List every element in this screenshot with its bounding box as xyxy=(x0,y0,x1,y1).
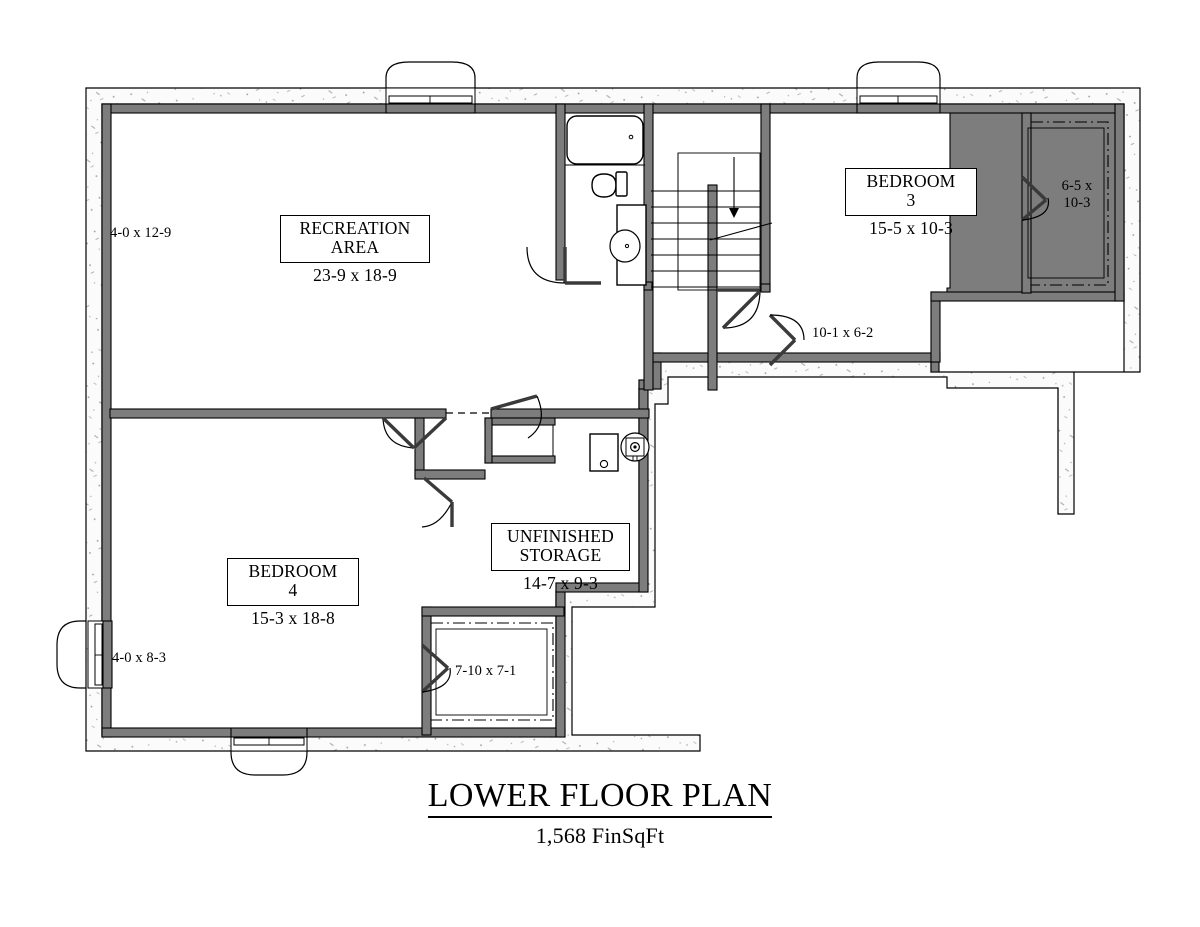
dimension-note-bedroom-3-closet: 6-5 x 10-3 xyxy=(1061,178,1093,211)
partition-storage-west-lower xyxy=(414,469,486,480)
window-bed3-top-sash xyxy=(859,95,938,104)
bathroom-fixtures xyxy=(565,115,647,286)
room-dimensions-bedroom-3: 15-5 x 10-3 xyxy=(869,217,953,238)
room-name-bedroom-4: BEDROOM 4 xyxy=(227,558,359,606)
dimension-note-rec-window-well-left: 4-0 x 12-9 xyxy=(110,225,172,241)
room-label-bedroom-3: BEDROOM 3 15-5 x 10-3 xyxy=(845,168,977,239)
window-well-rec-top xyxy=(385,61,476,96)
room-label-recreation-area: RECREATION AREA 23-9 x 18-9 xyxy=(280,215,430,286)
dimension-note-hall-stair-area: 10-1 x 6-2 xyxy=(812,325,874,341)
room-dimensions-unfinished-storage: 14-7 x 9-3 xyxy=(523,572,598,593)
partition-rec-south xyxy=(109,408,447,419)
wall-top-exterior xyxy=(101,103,1125,114)
bed4-closet-shelf xyxy=(431,622,554,721)
window-rec-top-sill xyxy=(385,103,476,114)
window-bed4-left-sill xyxy=(102,620,113,689)
window-bed4-left-sash xyxy=(94,623,103,686)
plan-square-footage: 1,568 FinSqFt xyxy=(535,822,665,848)
door-bedroom4-entry xyxy=(421,476,454,528)
wall-bottom-left-exterior xyxy=(101,727,566,738)
room-dimensions-bedroom-4: 15-3 x 18-8 xyxy=(251,607,335,628)
window-rec-top-sash xyxy=(388,95,473,104)
bathtub-icon xyxy=(566,115,644,165)
wall-stepped-mid xyxy=(651,352,941,363)
toilet-icon xyxy=(591,171,628,198)
doors xyxy=(381,175,1050,694)
interior-partitions xyxy=(109,103,1032,736)
bed4-closet-inner xyxy=(435,628,548,716)
water-heater-icon xyxy=(589,433,619,472)
vanity-sink-icon xyxy=(609,204,647,286)
room-dimensions-recreation-area: 23-9 x 18-9 xyxy=(313,264,397,285)
room-name-bedroom-3: BEDROOM 3 xyxy=(845,168,977,216)
door-stair-hall xyxy=(717,288,762,330)
plan-title-row: LOWER FLOOR PLAN xyxy=(0,777,1200,818)
dimension-note-bedroom-4-closet: 7-10 x 7-1 xyxy=(455,663,517,679)
dimension-note-bedroom-4-window-well-left: 4-0 x 8-3 xyxy=(112,650,167,666)
partition-bed3-closet xyxy=(1021,112,1032,294)
mechanical-equipment xyxy=(589,432,650,472)
door-hall-bedroom3 xyxy=(768,313,805,367)
wall-storage-right-lower xyxy=(555,582,566,738)
stairs-icon xyxy=(651,152,773,291)
door-storage-north xyxy=(490,394,542,439)
title-block: LOWER FLOOR PLAN 1,568 FinSqFt xyxy=(0,777,1200,849)
page-title: LOWER FLOOR PLAN xyxy=(427,777,773,818)
partition-stair-inner xyxy=(707,184,718,391)
partition-bed4-closet-left xyxy=(421,606,432,736)
room-name-unfinished-storage: UNFINISHED STORAGE xyxy=(491,523,630,571)
partition-node-1 xyxy=(643,281,653,291)
door-rec-storage xyxy=(381,416,448,450)
furnace-icon xyxy=(620,432,650,462)
window-bed4-bottom-sill xyxy=(230,727,308,738)
shelf-unit-left xyxy=(484,417,493,464)
misc-linework xyxy=(564,104,1059,514)
room-name-recreation-area: RECREATION AREA xyxy=(280,215,430,263)
partition-node-2 xyxy=(760,283,771,293)
door-bedroom4-closet xyxy=(420,643,451,694)
wall-right-exterior xyxy=(1114,103,1125,302)
partition-bath-left-upper xyxy=(555,103,566,281)
door-bedroom3-closet xyxy=(1020,175,1050,222)
closet-shelves xyxy=(431,121,1109,721)
wall-step-vertical xyxy=(930,291,941,363)
partition-bed4-closet-top xyxy=(421,606,565,617)
room-label-bedroom-4: BEDROOM 4 15-3 x 18-8 xyxy=(227,558,359,629)
windows xyxy=(87,87,941,752)
partition-storage-north xyxy=(490,408,650,419)
shelf-unit-bottom xyxy=(484,455,556,464)
door-bathroom xyxy=(526,246,601,285)
window-bed3-top-sill xyxy=(856,103,941,114)
shelf-unit-top xyxy=(484,417,556,426)
room-label-unfinished-storage: UNFINISHED STORAGE 14-7 x 9-3 xyxy=(491,523,630,594)
bed3-closet-inner xyxy=(1027,127,1105,279)
window-well-bed3-top xyxy=(856,61,941,96)
bed3-closet-shelf xyxy=(1031,121,1109,286)
partition-stair-right xyxy=(760,103,771,293)
